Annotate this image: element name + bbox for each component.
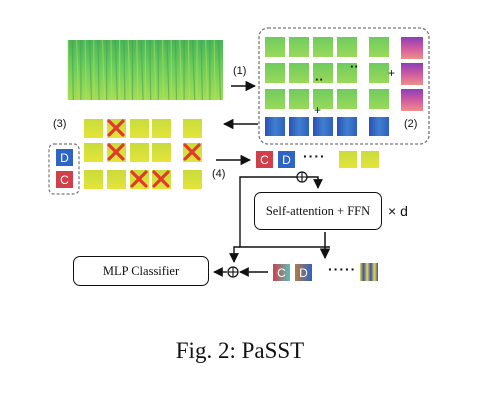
spectrogram-streak xyxy=(162,39,165,101)
spectrogram-streak xyxy=(179,39,183,101)
spectrogram-streak xyxy=(166,39,170,101)
spectrogram-streak xyxy=(149,39,152,101)
spectrogram-streak xyxy=(101,39,105,101)
spectrogram-streak xyxy=(76,39,80,101)
spectrogram-streak xyxy=(123,39,126,101)
depth-multiplier: × d xyxy=(388,203,408,219)
patch-grid-structured-dropout xyxy=(84,119,202,189)
cross-icon xyxy=(152,170,170,188)
spectrogram-streak xyxy=(187,39,190,101)
cross-icon xyxy=(107,143,125,161)
spectrogram-streak xyxy=(174,39,178,101)
transformer-block: Self-attention + FFN xyxy=(254,192,382,230)
spectrogram-streak xyxy=(213,39,216,101)
ellipsis-grid-center: ·· xyxy=(315,72,324,87)
distillation-token: D xyxy=(278,151,295,168)
patch xyxy=(107,170,126,189)
patch xyxy=(337,89,357,109)
special-token-frame xyxy=(48,143,80,195)
spectrogram-streak xyxy=(200,39,203,101)
patch xyxy=(265,63,285,83)
spectrogram-streak xyxy=(71,39,74,101)
patch xyxy=(84,143,103,162)
patch-grid-frame xyxy=(258,27,430,145)
patch-grid xyxy=(265,37,389,109)
patch xyxy=(183,170,202,189)
distillation-output-token: D xyxy=(295,264,312,281)
time-encoding-patch xyxy=(337,117,357,136)
time-encoding-patch xyxy=(289,117,309,136)
step-4-label: (4) xyxy=(212,168,226,180)
patch xyxy=(130,119,149,138)
spectrogram-streak xyxy=(192,39,196,101)
patch xyxy=(130,143,149,162)
spectrogram-streak xyxy=(140,39,144,101)
time-encoding-patch xyxy=(313,117,333,136)
patch xyxy=(265,89,285,109)
cross-icon xyxy=(107,119,125,137)
circle-plus-icon xyxy=(296,171,308,183)
patch xyxy=(289,89,309,109)
skip-connection xyxy=(239,176,330,248)
figure-caption: Fig. 2: PaSST xyxy=(175,338,305,363)
cross-icon xyxy=(130,170,148,188)
distillation-token: D xyxy=(56,149,73,166)
spectrogram-streak xyxy=(84,39,87,101)
patch xyxy=(337,37,357,57)
arrow-down-icon xyxy=(307,176,323,189)
patch xyxy=(265,37,285,57)
spectrogram-streak xyxy=(114,39,118,101)
patch xyxy=(152,143,171,162)
time-encoding-patch xyxy=(369,117,389,136)
patch xyxy=(289,37,309,57)
classification-output-token: C xyxy=(273,264,290,281)
spectrogram-streak xyxy=(97,39,100,101)
spectrogram-streak xyxy=(127,39,131,101)
ellipsis-sequence: ···· xyxy=(303,148,326,164)
classification-token: C xyxy=(56,171,73,188)
mlp-classifier: MLP Classifier xyxy=(73,256,209,286)
time-positional-encoding xyxy=(265,117,389,136)
patch xyxy=(369,89,389,109)
plus-sign: + xyxy=(388,66,396,80)
arrow-down-icon xyxy=(229,246,240,263)
spectrogram xyxy=(67,39,223,101)
patch xyxy=(369,63,389,83)
spectrogram-streak xyxy=(110,39,113,101)
patch xyxy=(313,63,333,83)
cross-icon xyxy=(183,143,201,161)
step-3-label: (3) xyxy=(53,118,67,130)
classification-token: C xyxy=(256,151,273,168)
ellipsis-grid-right: ·· xyxy=(350,59,359,74)
patch xyxy=(84,170,103,189)
output-patch-token xyxy=(360,263,378,281)
patch xyxy=(313,37,333,57)
circle-plus-icon xyxy=(227,266,239,278)
patch xyxy=(84,119,103,138)
spectrogram-streak xyxy=(205,39,209,101)
patch xyxy=(183,119,202,138)
spectrogram-streak xyxy=(217,39,222,101)
patch xyxy=(369,37,389,57)
spectrogram-streak xyxy=(153,39,157,101)
patch xyxy=(289,63,309,83)
patch xyxy=(152,119,171,138)
step-2-label: (2) xyxy=(404,118,418,130)
frequency-positional-encoding xyxy=(401,37,423,111)
time-encoding-patch xyxy=(265,117,285,136)
sequence-patches xyxy=(339,151,379,168)
patch xyxy=(337,63,357,83)
ellipsis-output: ····· xyxy=(328,261,357,277)
step-1-label: (1) xyxy=(233,65,247,77)
spectrogram-streak xyxy=(88,39,93,101)
spectrogram-streak xyxy=(136,39,139,101)
plus-sign: + xyxy=(314,103,322,117)
patch xyxy=(313,89,333,109)
